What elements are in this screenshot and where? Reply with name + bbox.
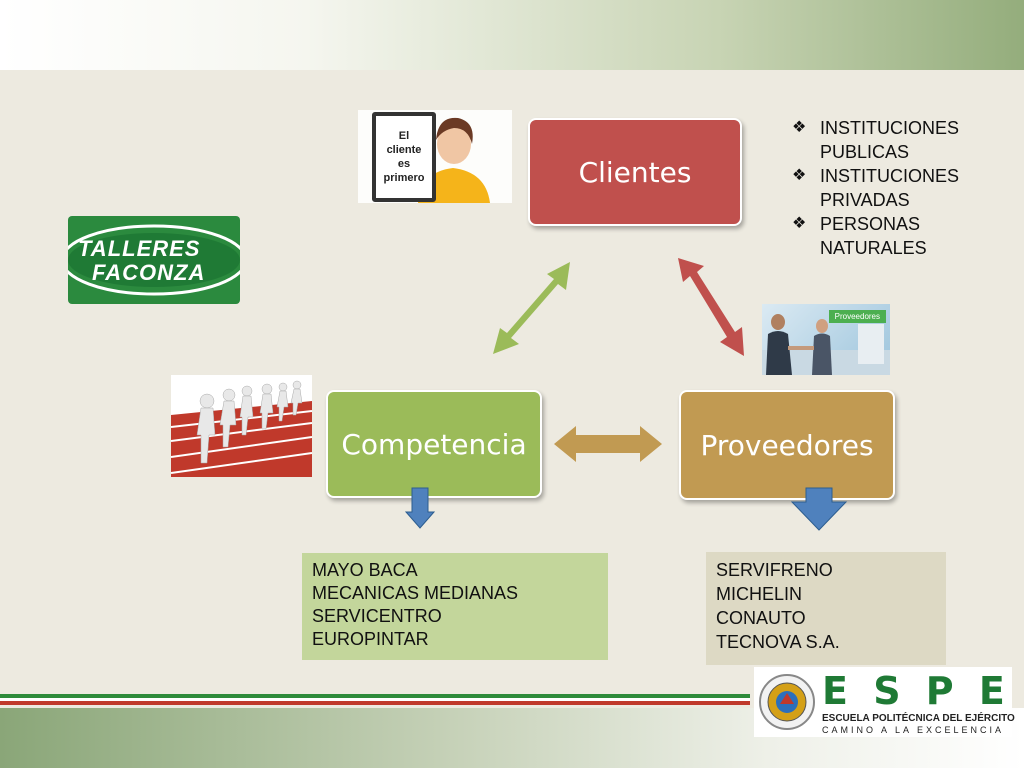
down-arrow-proveedores [790,487,848,531]
proveedores-list-box: SERVIFRENO MICHELIN CONAUTO TECNOVA S.A. [706,552,946,665]
proveedores-list-item: SERVIFRENO [716,560,833,580]
competencia-list-item: EUROPINTAR [312,629,429,649]
double-arrow-clientes-competencia [493,262,570,354]
clientes-list-item: ❖ INSTITUCIONES PUBLICAS [792,118,960,162]
stripe-green [0,694,750,698]
talleres-line2: FACONZA [92,260,206,285]
proveedores-list-item: MICHELIN [716,584,803,604]
proveedores-list-item: TECNOVA S.A. [716,632,840,652]
clipboard-text: El cliente es primero [383,130,425,184]
proveedores-list-item: CONAUTO [716,608,806,628]
runners-track-photo [171,375,312,477]
woman-clipboard-photo: El cliente es primero [358,110,512,203]
stripe-red [0,701,750,705]
node-competencia-label: Competencia [341,427,527,461]
espe-logo: E S P E ESCUELA POLITÉCNICA DEL EJÉRCITO… [754,667,1015,737]
clientes-list: ❖ INSTITUCIONES PUBLICAS ❖ INSTITUCIONES… [790,116,1000,260]
handshake-figures [762,314,890,375]
node-competencia: Competencia [326,390,542,498]
espe-title: E S P E [822,669,1011,713]
runners-illustration [171,380,312,477]
talleres-line1: TALLERES [78,236,201,261]
node-proveedores-label: Proveedores [700,428,874,462]
logo-swoosh [68,224,240,296]
top-banner [0,0,1024,70]
espe-motto: CAMINO A LA EXCELENCIA [822,725,1005,735]
node-clientes-label: Clientes [578,155,692,189]
woman-figure [418,117,490,203]
double-arrow-competencia-proveedores [554,426,662,462]
clientes-list-item: ❖ PERSONAS NATURALES [792,214,927,258]
handshake-photo: Proveedores [762,304,890,375]
competencia-list-item: MAYO BACA [312,560,418,580]
clientes-list-item: ❖ INSTITUCIONES PRIVADAS [792,166,960,210]
proveedores-banner: Proveedores [828,310,886,323]
stripe-white [0,698,750,701]
talleres-faconza-logo: TALLERES FACONZA [68,216,240,304]
node-clientes: Clientes [528,118,742,226]
diamond-bullet-icon: ❖ [792,119,807,136]
diamond-bullet-icon: ❖ [792,167,807,184]
node-proveedores: Proveedores [679,390,895,500]
espe-name: ESCUELA POLITÉCNICA DEL EJÉRCITO [822,713,1015,724]
competencia-list-item: SERVICENTRO [312,606,442,626]
espe-seal-icon [759,674,815,730]
diamond-bullet-icon: ❖ [792,215,807,232]
clipboard: El cliente es primero [372,112,436,202]
competencia-list-item: MECANICAS MEDIANAS [312,583,519,603]
competencia-list-box: MAYO BACA MECANICAS MEDIANAS SERVICENTRO… [302,553,608,660]
double-arrow-clientes-proveedores [678,258,744,356]
down-arrow-competencia [404,487,436,529]
